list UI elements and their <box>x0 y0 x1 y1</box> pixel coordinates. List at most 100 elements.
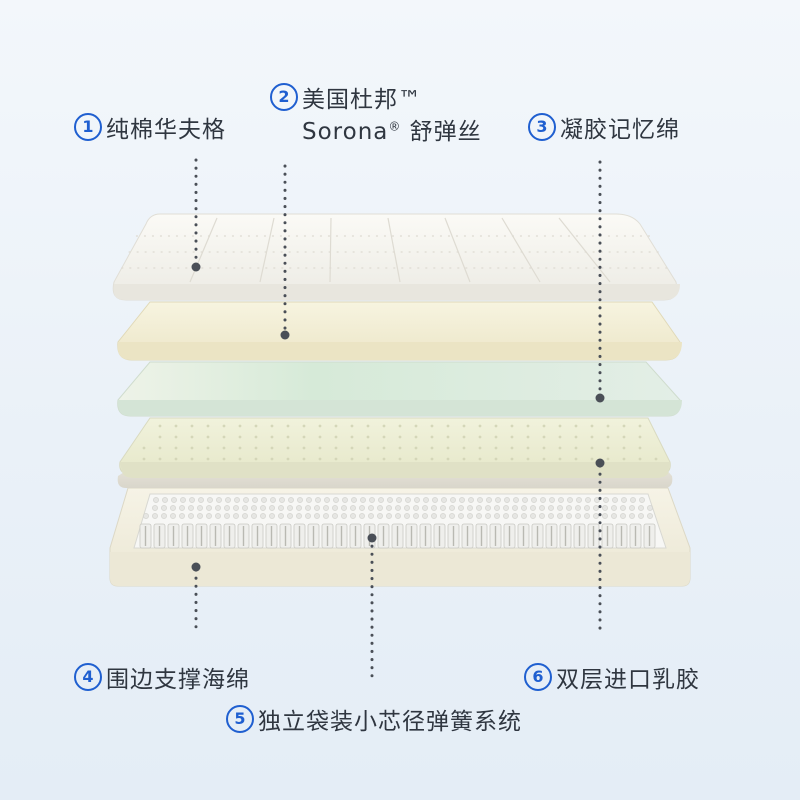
spring-top <box>611 513 617 519</box>
latex-hole <box>238 457 242 461</box>
latex-hole <box>542 446 546 450</box>
spring-top <box>386 505 392 511</box>
spring-top <box>324 497 330 503</box>
spring-top <box>522 497 528 503</box>
spring-top <box>512 505 518 511</box>
spring-top <box>351 497 357 503</box>
latex-hole <box>462 435 466 439</box>
spring-top <box>459 497 465 503</box>
latex-hole <box>174 457 178 461</box>
latex-hole <box>350 424 354 428</box>
number-badge: 2 <box>270 83 298 111</box>
spring-top <box>539 513 545 519</box>
spring-top <box>431 505 437 511</box>
spring-top <box>251 513 257 519</box>
spring-top <box>612 497 618 503</box>
spring-top <box>242 513 248 519</box>
latex-hole <box>350 435 354 439</box>
latex-hole <box>222 435 226 439</box>
latex-hole <box>190 446 194 450</box>
spring-top <box>449 513 455 519</box>
latex-hole <box>238 424 242 428</box>
spring-top <box>314 513 320 519</box>
quilt-channel-line <box>387 217 401 283</box>
latex-hole <box>286 457 290 461</box>
latex-hole <box>510 457 514 461</box>
latex-hole <box>286 424 290 428</box>
leader-dot-5 <box>367 533 377 543</box>
spring-top <box>188 505 194 511</box>
spring-top <box>414 497 420 503</box>
latex-hole <box>494 457 498 461</box>
spring-top <box>593 505 599 511</box>
spring-top <box>512 513 518 519</box>
latex-hole <box>254 424 258 428</box>
spring-top <box>548 513 554 519</box>
spring-top <box>513 497 519 503</box>
latex-hole <box>334 457 338 461</box>
latex-hole <box>446 446 450 450</box>
spring-top <box>602 513 608 519</box>
pocket-springs <box>139 497 656 549</box>
spring-top <box>278 513 284 519</box>
spring-top <box>630 497 636 503</box>
latex-hole <box>478 435 482 439</box>
spring-top <box>269 505 275 511</box>
latex-hole <box>270 435 274 439</box>
spring-top <box>278 505 284 511</box>
spring-top <box>288 497 294 503</box>
spring-top <box>359 513 365 519</box>
latex-hole <box>254 435 258 439</box>
leader-dot-2 <box>280 330 290 340</box>
spring-top <box>269 513 275 519</box>
latex-hole <box>158 424 162 428</box>
latex-hole <box>382 446 386 450</box>
spring-top <box>189 497 195 503</box>
latex-hole <box>590 435 594 439</box>
spring-top <box>566 513 572 519</box>
spring-top <box>342 497 348 503</box>
spring-top <box>369 497 375 503</box>
spring-top <box>405 497 411 503</box>
latex-hole <box>606 457 610 461</box>
spring-top <box>557 513 563 519</box>
latex-hole <box>302 457 306 461</box>
spring-top <box>486 497 492 503</box>
spring-top <box>233 513 239 519</box>
spring-top <box>216 497 222 503</box>
latex-hole <box>510 435 514 439</box>
latex-hole <box>430 424 434 428</box>
spring-top <box>593 513 599 519</box>
latex-hole <box>398 424 402 428</box>
spring-top <box>521 513 527 519</box>
spring-top <box>242 505 248 511</box>
latex-hole <box>174 446 178 450</box>
spring-top <box>341 505 347 511</box>
spring-top <box>602 505 608 511</box>
spring-top <box>531 497 537 503</box>
label-text: 独立袋装小芯径弹簧系统 <box>258 709 522 735</box>
number-badge: 4 <box>74 663 102 691</box>
spring-top <box>287 505 293 511</box>
spring-top <box>341 513 347 519</box>
spring-top <box>495 497 501 503</box>
spring-top <box>422 505 428 511</box>
spring-top <box>224 505 230 511</box>
spring-top <box>494 513 500 519</box>
latex-hole <box>414 435 418 439</box>
latex-hole <box>382 424 386 428</box>
spring-top <box>549 497 555 503</box>
spring-top <box>530 505 536 511</box>
spring-top <box>350 513 356 519</box>
spring-top <box>179 505 185 511</box>
latex-hole <box>270 457 274 461</box>
latex-hole <box>158 457 162 461</box>
latex-hole <box>542 435 546 439</box>
latex-hole <box>366 424 370 428</box>
spring-top <box>323 505 329 511</box>
latex-hole <box>622 457 626 461</box>
latex-hole <box>366 446 370 450</box>
latex-hole <box>206 424 210 428</box>
latex-hole <box>334 446 338 450</box>
sorona-fiber-layer <box>117 301 683 361</box>
